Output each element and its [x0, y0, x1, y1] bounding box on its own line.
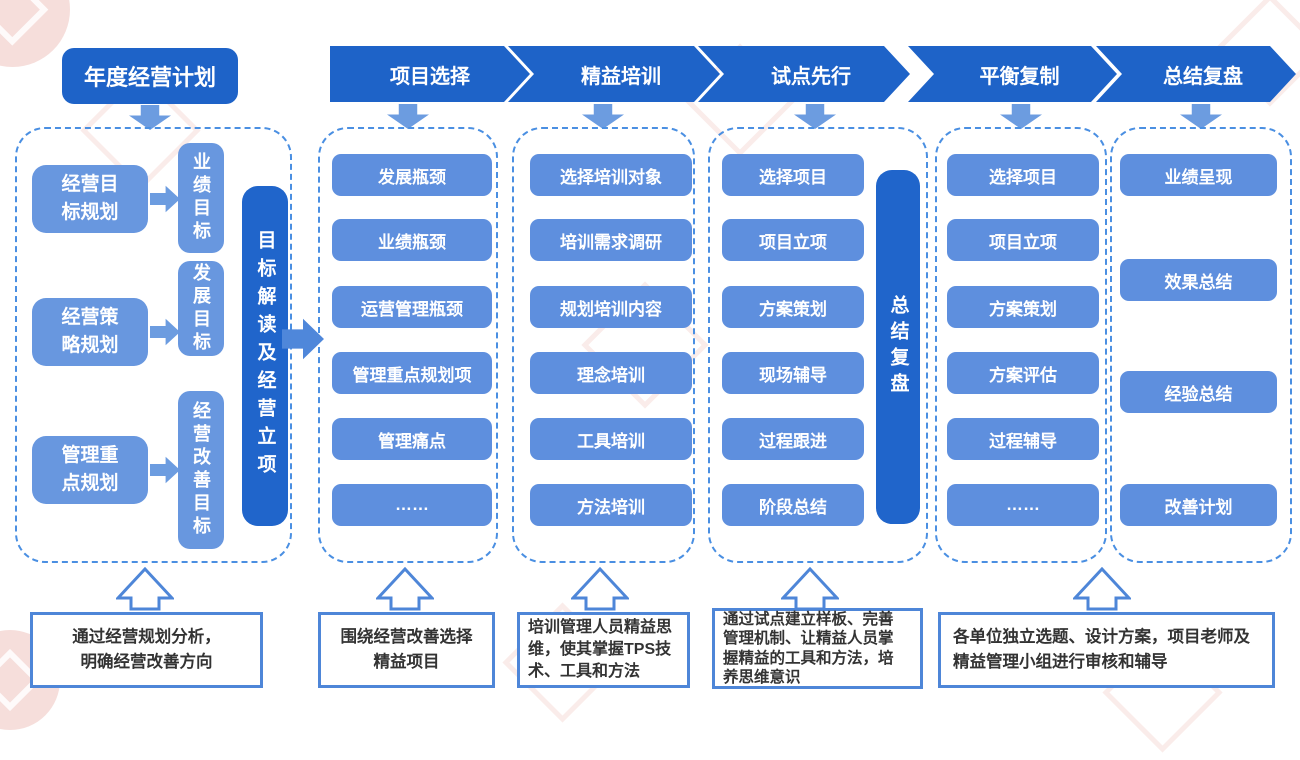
flow-item: 工具培训	[530, 418, 692, 460]
flow-item: 规划培训内容	[530, 286, 692, 328]
arrow-down-icon	[387, 104, 429, 129]
arrow-up-icon	[781, 567, 839, 611]
flow-item: 运营管理瓶颈	[332, 286, 492, 328]
planning-source-box: 经营策 略规划	[32, 298, 148, 366]
note-box-project-selection: 围绕经营改善选择 精益项目	[318, 612, 495, 688]
phase-column-summary-review: 业绩呈现 效果总结 经验总结 改善计划	[1110, 127, 1292, 563]
flow-item: 现场辅导	[722, 352, 864, 394]
phase-header-summary-review: 总结复盘	[1096, 46, 1296, 102]
flow-item: 方案策划	[947, 286, 1099, 328]
flow-item: 经验总结	[1120, 371, 1277, 413]
flow-item: 项目立项	[722, 219, 864, 261]
note-box-lean-training: 培训管理人员精益思 维，使其掌握TPS技 术、工具和方法	[517, 612, 690, 688]
phase-column-pilot-first: 选择项目 项目立项 方案策划 现场辅导 过程跟进 阶段总结 总结复盘	[708, 127, 928, 563]
flow-item: 改善计划	[1120, 484, 1277, 526]
phase-header-pilot-first: 试点先行	[698, 46, 910, 102]
flow-item: 选择培训对象	[530, 154, 692, 196]
planning-target-box: 经营改善目标	[178, 391, 224, 549]
pilot-summary-bar: 总结复盘	[876, 170, 920, 524]
flow-item: 管理痛点	[332, 418, 492, 460]
arrow-right-icon	[150, 185, 180, 213]
arrow-up-icon	[116, 567, 174, 611]
flow-item: ……	[947, 484, 1099, 526]
arrow-right-icon	[150, 318, 180, 346]
phase-header-project-selection: 项目选择	[330, 46, 530, 102]
flow-item: 方法培训	[530, 484, 692, 526]
phase-header-balanced-replication: 平衡复制	[908, 46, 1117, 102]
arrow-up-icon	[1073, 567, 1131, 611]
flow-item: 过程辅导	[947, 418, 1099, 460]
flow-item: 选择项目	[722, 154, 864, 196]
flow-item: 发展瓶颈	[332, 154, 492, 196]
watermark	[0, 0, 70, 67]
flow-item: 过程跟进	[722, 418, 864, 460]
planning-target-box: 业绩目标	[178, 143, 224, 253]
flow-item: 管理重点规划项	[332, 352, 492, 394]
flow-item: ……	[332, 484, 492, 526]
phase-column-lean-training: 选择培训对象 培训需求调研 规划培训内容 理念培训 工具培训 方法培训	[512, 127, 695, 563]
flow-item: 理念培训	[530, 352, 692, 394]
planning-target-box: 发展目标	[178, 261, 224, 356]
flow-item: 方案评估	[947, 352, 1099, 394]
flow-item: 业绩瓶颈	[332, 219, 492, 261]
note-box-balanced-replication: 各单位独立选题、设计方案，项目老师及 精益管理小组进行审核和辅导	[938, 612, 1275, 688]
phase-column-project-selection: 发展瓶颈 业绩瓶颈 运营管理瓶颈 管理重点规划项 管理痛点 ……	[318, 127, 498, 563]
arrow-down-icon	[582, 104, 624, 129]
flow-item: 方案策划	[722, 286, 864, 328]
flow-item: 阶段总结	[722, 484, 864, 526]
flow-item: 选择项目	[947, 154, 1099, 196]
flow-item: 业绩呈现	[1120, 154, 1277, 196]
annual-plan-title: 年度经营计划	[62, 48, 238, 104]
phase-header-lean-training: 精益培训	[508, 46, 720, 102]
arrow-up-icon	[571, 567, 629, 611]
phase-column-balanced-replication: 选择项目 项目立项 方案策划 方案评估 过程辅导 ……	[935, 127, 1107, 563]
planning-vertical-bar: 目标解读及经营立项	[242, 186, 288, 526]
arrow-down-icon	[794, 104, 836, 129]
flow-item: 培训需求调研	[530, 219, 692, 261]
flow-item: 效果总结	[1120, 259, 1277, 301]
planning-panel: 经营目 标规划 业绩目标 经营策 略规划 发展目标 管理重 点规划 经营改善目标…	[15, 127, 292, 563]
planning-source-box: 经营目 标规划	[32, 165, 148, 233]
planning-source-box: 管理重 点规划	[32, 436, 148, 504]
note-box-planning: 通过经营规划分析， 明确经营改善方向	[30, 612, 263, 688]
flow-item: 项目立项	[947, 219, 1099, 261]
note-box-pilot-first: 通过试点建立样板、完善 管理机制、让精益人员掌 握精益的工具和方法，培 养思维意…	[712, 608, 923, 689]
arrow-down-icon	[1000, 104, 1042, 129]
arrow-up-icon	[376, 567, 434, 611]
arrow-down-icon	[1180, 104, 1222, 129]
arrow-right-icon	[150, 456, 180, 484]
